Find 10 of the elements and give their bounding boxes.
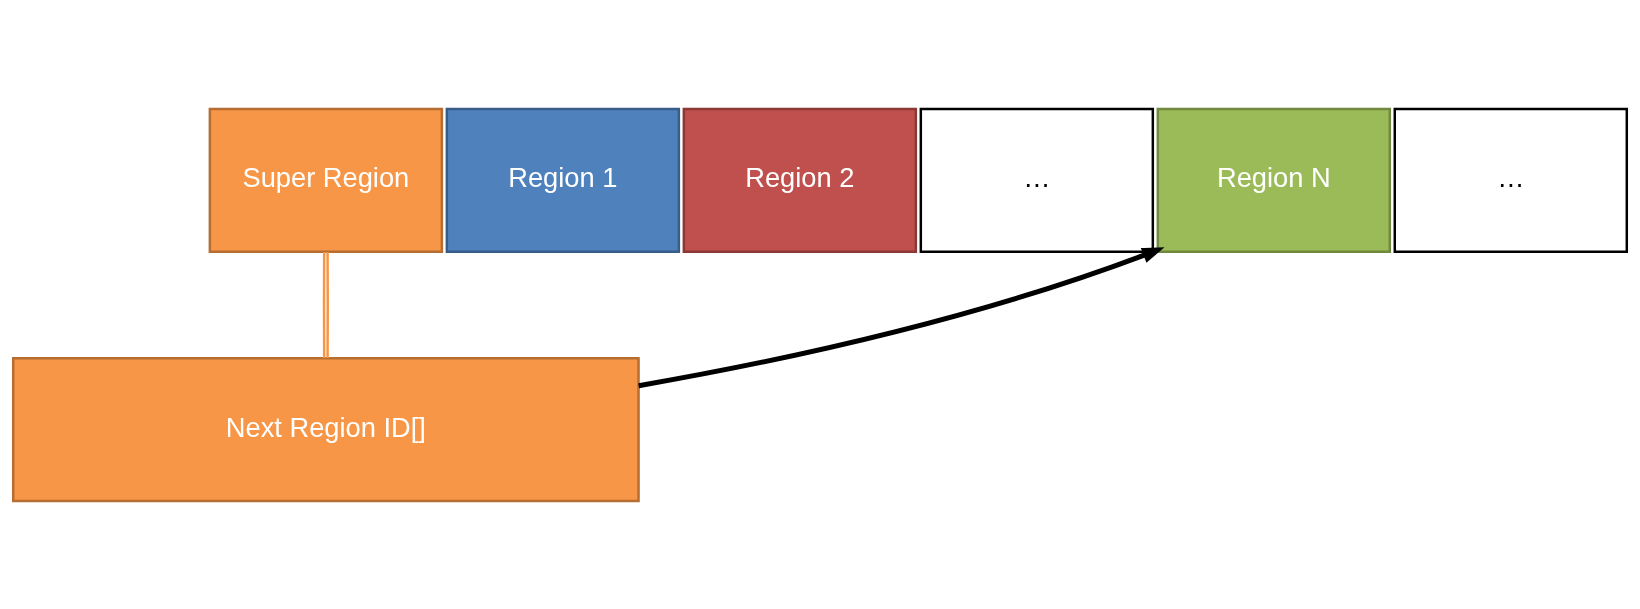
connector xyxy=(322,251,326,358)
node-box: Region 1 xyxy=(445,107,681,253)
node-box: Super Region xyxy=(208,107,444,253)
node-box: Next Region ID[] xyxy=(11,356,640,502)
node-box: … xyxy=(919,107,1155,253)
arrow xyxy=(638,246,1165,388)
node-box: Region 2 xyxy=(682,107,918,253)
connector xyxy=(326,251,329,358)
node-box: Region N xyxy=(1156,107,1392,253)
node-box: … xyxy=(1393,107,1629,253)
